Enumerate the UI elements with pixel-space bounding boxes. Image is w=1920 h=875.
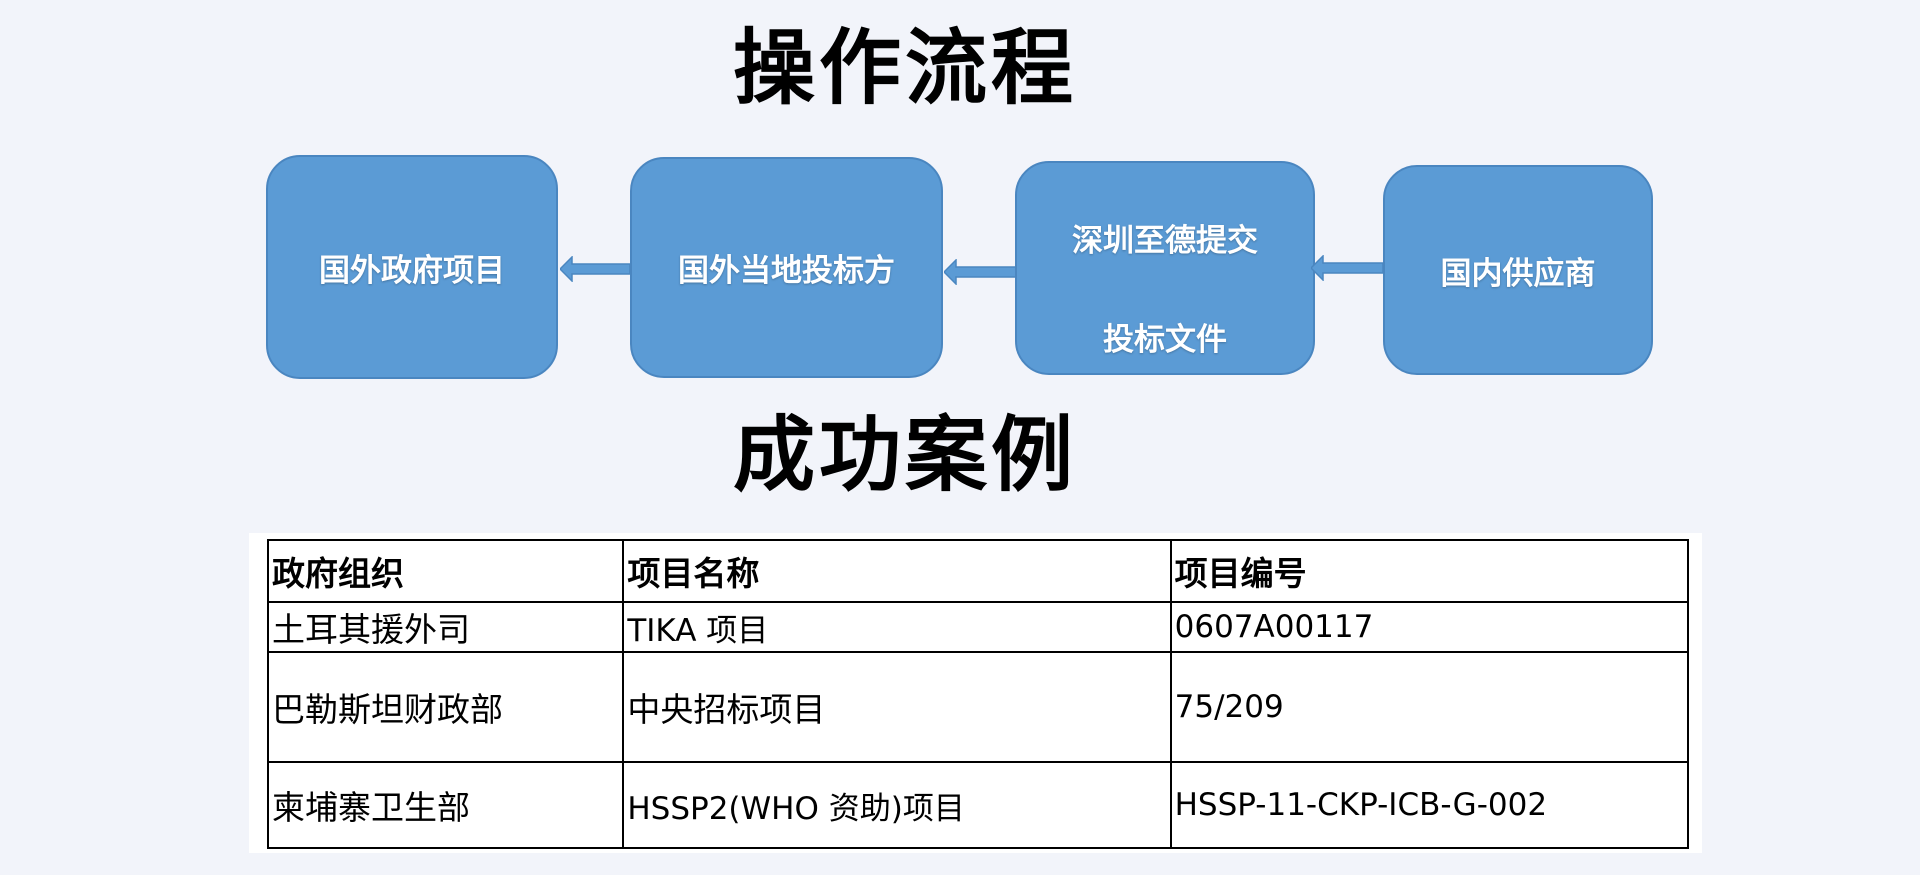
flow-box-foreign-local-bidder: 国外当地投标方: [630, 157, 943, 378]
flow-box-foreign-government-project: 国外政府项目: [266, 155, 558, 379]
flow-box-shenzhen-zhide-submit-bid: 深圳至德提交 投标文件: [1015, 161, 1315, 375]
cases-section-title: 成功案例: [732, 408, 1077, 503]
cell-project-name: 中央招标项目: [622, 651, 1172, 763]
flow-box-domestic-supplier: 国内供应商: [1383, 165, 1653, 375]
table-header-row: 政府组织 项目名称 项目编号: [266, 539, 1690, 603]
table-row: 巴勒斯坦财政部 中央招标项目 75/209: [266, 651, 1690, 763]
header-project-name: 项目名称: [622, 539, 1172, 603]
flow-box-label-line-2: 投标文件: [1103, 322, 1227, 358]
process-flow-diagram: 国外政府项目 国外当地投标方 深圳至德提交 投标文件 国内供应商: [0, 0, 1920, 400]
cell-organization: 巴勒斯坦财政部: [266, 651, 625, 763]
table-row: 柬埔寨卫生部 HSSP2(WHO 资助)项目 HSSP-11-CKP-ICB-G…: [266, 761, 1690, 849]
cell-project-number: 75/209: [1169, 651, 1690, 763]
header-project-number: 项目编号: [1169, 539, 1690, 603]
flow-box-label: 国内供应商: [1440, 255, 1596, 292]
cell-organization: 柬埔寨卫生部: [266, 761, 625, 849]
flow-box-label-line-1: 深圳至德提交: [1072, 223, 1258, 259]
cell-project-name: HSSP2(WHO 资助)项目: [622, 761, 1172, 849]
success-cases-table-panel: 政府组织 项目名称 项目编号 土耳其援外司 TIKA 项目 0607A00117…: [249, 533, 1702, 853]
cell-project-number: HSSP-11-CKP-ICB-G-002: [1169, 761, 1690, 849]
cell-organization: 土耳其援外司: [266, 601, 625, 653]
success-cases-table: 政府组织 项目名称 项目编号 土耳其援外司 TIKA 项目 0607A00117…: [266, 539, 1690, 849]
table-row: 土耳其援外司 TIKA 项目 0607A00117: [266, 601, 1690, 653]
flow-section-title: 操作流程: [732, 21, 1077, 116]
left-arrow-icon: [944, 259, 1016, 285]
flow-box-label: 国外当地投标方: [678, 253, 895, 289]
header-government-organization: 政府组织: [266, 539, 625, 603]
cell-project-number: 0607A00117: [1169, 601, 1690, 653]
left-arrow-icon: [560, 256, 630, 282]
cell-project-name: TIKA 项目: [622, 601, 1172, 653]
left-arrow-icon: [1311, 255, 1383, 281]
flow-box-label: 国外政府项目: [319, 252, 505, 289]
